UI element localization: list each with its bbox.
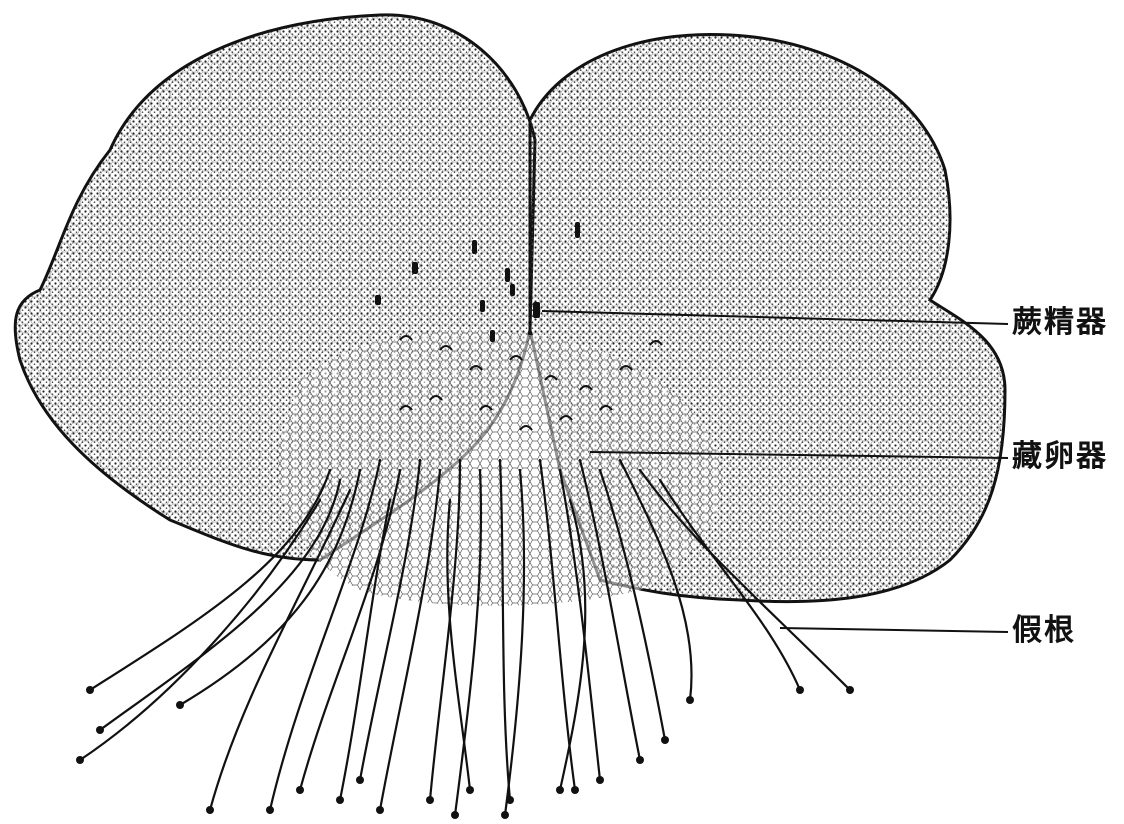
label-archegonium: 藏卵器 [1012, 442, 1108, 472]
label-antheridium: 蕨精器 [1012, 308, 1108, 338]
leader-line-rhizoid [780, 628, 1008, 632]
label-rhizoid: 假根 [1012, 616, 1076, 646]
